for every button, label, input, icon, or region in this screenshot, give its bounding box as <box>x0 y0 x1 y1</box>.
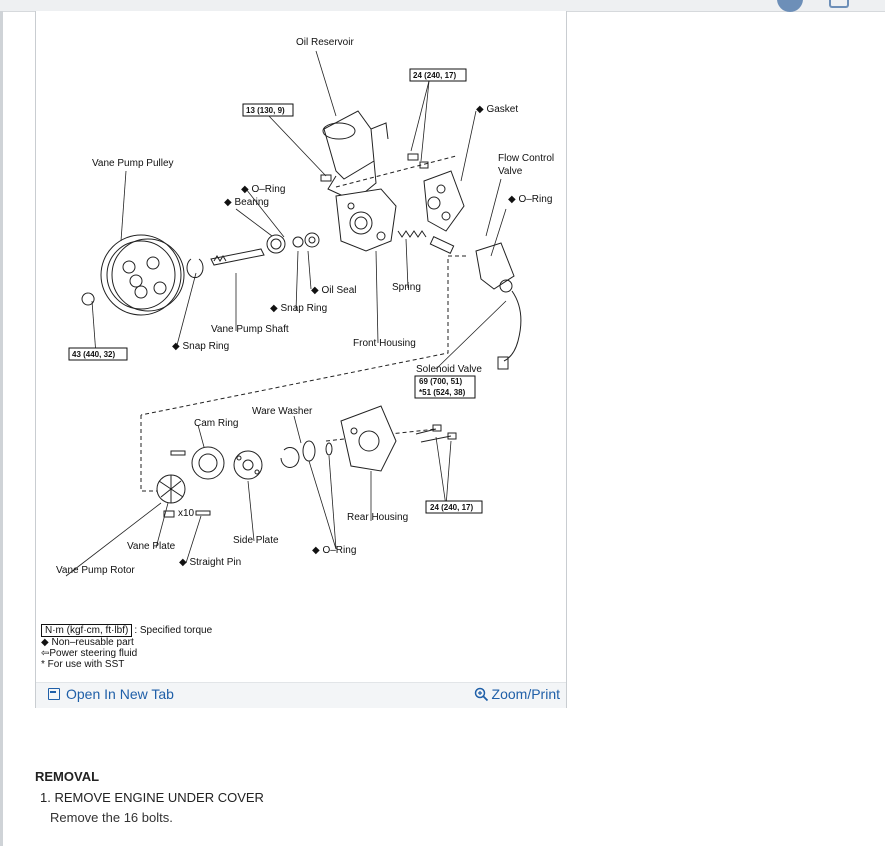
label-solenoid-valve: Solenoid Valve <box>416 364 482 375</box>
rotor-drawing <box>156 474 186 504</box>
label-torque-solenoid-2: *51 (524, 38) <box>419 388 466 397</box>
rear-housing-drawing <box>340 405 397 472</box>
label-o-ring-bottom: ◆ O–Ring <box>312 545 356 556</box>
legend-torque-desc: : Specified torque <box>134 625 213 636</box>
label-oil-reservoir: Oil Reservoir <box>296 37 354 48</box>
legend-torque-unit: N·m (kgf·cm, ft·lbf) <box>41 624 133 637</box>
o-ring-bottom-drawing <box>302 440 316 462</box>
shaft-drawing <box>210 248 265 266</box>
torque-box-solenoid <box>414 375 476 399</box>
step-1-detail: Remove the 16 bolts. <box>50 810 173 825</box>
torque-box-front <box>409 68 467 82</box>
open-in-new-tab-label: Open In New Tab <box>66 686 174 702</box>
label-o-ring-right: ◆ O–Ring <box>508 194 552 205</box>
zoom-icon <box>474 687 488 701</box>
label-oil-seal: ◆ Oil Seal <box>311 285 356 296</box>
label-ware-washer: Ware Washer <box>252 406 313 417</box>
diagram-figure: Oil Reservoir 13 (130, 9) 24 (240, 17) ◆… <box>35 11 567 708</box>
label-cam-ring: Cam Ring <box>194 418 238 429</box>
label-side-plate: Side Plate <box>233 535 279 546</box>
label-torque-pulley: 43 (440, 32) <box>72 350 115 359</box>
legend-sst: * For use with SST <box>41 659 125 670</box>
label-torque-reservoir: 13 (130, 9) <box>246 106 285 115</box>
bearing-drawing <box>266 234 286 254</box>
label-rear-housing: Rear Housing <box>347 512 408 523</box>
pulley-drawing <box>100 234 185 316</box>
label-snap-ring-mid: ◆ Snap Ring <box>270 303 327 314</box>
torque-box-reservoir <box>242 103 294 117</box>
label-front-housing: Front Housing <box>353 338 416 349</box>
label-vane-pump-shaft: Vane Pump Shaft <box>211 324 289 335</box>
exploded-view-diagram: Oil Reservoir 13 (130, 9) 24 (240, 17) ◆… <box>56 37 554 577</box>
user-avatar-icon[interactable] <box>777 0 803 12</box>
label-spring: Spring <box>392 282 421 293</box>
label-x10: x10 <box>178 508 195 519</box>
label-vane-pump-rotor: Vane Pump Rotor <box>56 565 135 576</box>
gasket-drawing <box>423 170 465 232</box>
figure-toolbar: Open In New Tab Zoom/Print <box>36 682 566 708</box>
left-edge-divider <box>0 11 3 846</box>
label-gasket: ◆ Gasket <box>476 104 518 115</box>
label-flow-control-2: Valve <box>498 166 523 177</box>
vane-plate-drawing <box>163 510 175 518</box>
leader-lines <box>65 50 507 577</box>
label-straight-pin: ◆ Straight Pin <box>179 557 241 568</box>
section-title: REMOVAL <box>35 769 100 784</box>
label-torque-rear: 24 (240, 17) <box>430 503 473 512</box>
oil-reservoir-drawing <box>322 110 389 202</box>
label-torque-front: 24 (240, 17) <box>413 71 456 80</box>
legend-fluid: ⇦Power steering fluid <box>41 648 138 659</box>
spring-drawing <box>397 230 427 238</box>
step-1: 1. REMOVE ENGINE UNDER COVER <box>40 790 264 805</box>
solenoid-valve-drawing <box>475 242 522 370</box>
pulley-nut-drawing <box>81 292 95 306</box>
label-vane-plate: Vane Plate <box>127 541 176 552</box>
label-o-ring-top: ◆ O–Ring <box>241 184 285 195</box>
torque-box-pulley <box>68 347 128 361</box>
label-bearing: ◆ Bearing <box>224 197 269 208</box>
zoom-print-label: Zoom/Print <box>491 686 560 702</box>
flow-control-valve-drawing <box>429 236 455 254</box>
legend-non-reusable: ◆ Non–reusable part <box>41 637 134 648</box>
cam-ring-drawing <box>191 446 225 480</box>
new-tab-icon <box>48 688 60 700</box>
tray-icon[interactable] <box>829 0 849 8</box>
label-snap-ring-left: ◆ Snap Ring <box>172 341 229 352</box>
guide-lines <box>140 155 466 492</box>
front-housing-drawing <box>335 188 397 252</box>
straight-pin-drawing <box>195 510 211 516</box>
side-plate-drawing <box>233 450 263 480</box>
torque-box-rear <box>425 500 483 514</box>
snap-ring-left-drawing <box>186 258 204 279</box>
zoom-print-button[interactable]: Zoom/Print <box>474 686 560 702</box>
label-flow-control-1: Flow Control <box>498 153 554 164</box>
straight-pin-top-drawing <box>170 450 186 456</box>
label-vane-pump-pulley: Vane Pump Pulley <box>92 158 174 169</box>
diagram-legend: N·m (kgf·cm, ft·lbf): Specified torque ◆… <box>41 624 212 670</box>
label-torque-solenoid-1: 69 (700, 51) <box>419 377 462 386</box>
ware-washer-drawing <box>280 446 300 468</box>
open-in-new-tab-button[interactable]: Open In New Tab <box>48 686 174 702</box>
